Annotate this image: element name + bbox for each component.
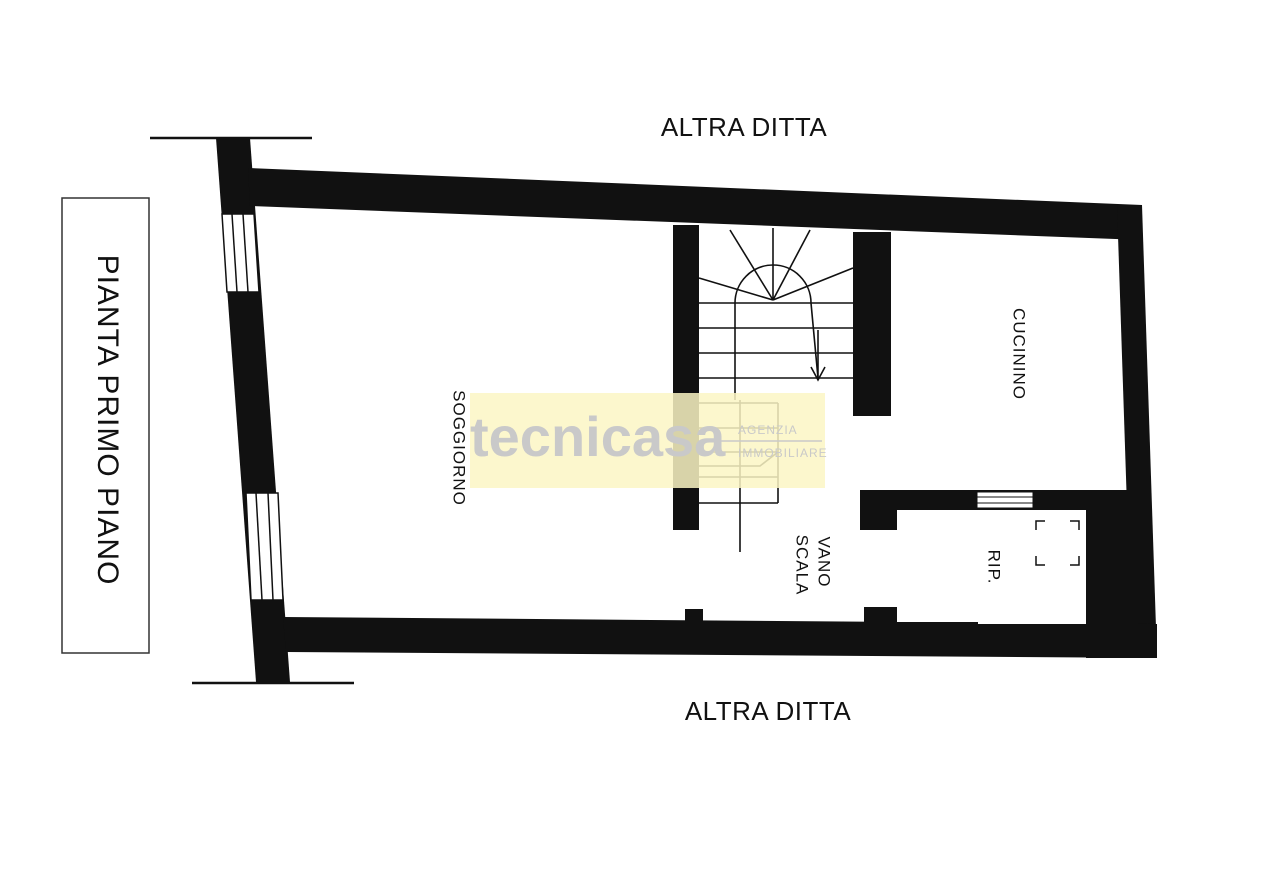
rip-bottom-notch xyxy=(978,622,1086,624)
windows xyxy=(221,213,284,601)
room-label-ripostiglio: RIP. xyxy=(985,550,1004,585)
window-lower xyxy=(245,492,284,601)
fixture-marker xyxy=(1035,520,1080,566)
plan-title: PIANTA PRIMO PIANO xyxy=(91,255,124,586)
rip-left-wall-upper xyxy=(860,490,897,530)
window-upper xyxy=(221,213,260,293)
neighbor-top-label: ALTRA DITTA xyxy=(661,112,827,142)
watermark-line1: AGENZIA xyxy=(738,423,798,437)
vent-window xyxy=(976,491,1034,509)
watermark: tecnicasa AGENZIA IMMOBILIARE xyxy=(470,393,828,488)
top-wall xyxy=(248,168,1142,240)
stair-right-wall xyxy=(853,232,891,416)
room-label-vano: VANO xyxy=(815,537,834,588)
staircase xyxy=(698,228,854,552)
room-label-cucinino: CUCININO xyxy=(1010,308,1029,400)
right-wall xyxy=(1117,205,1157,658)
room-label-soggiorno: SOGGIORNO xyxy=(450,390,469,506)
neighbor-bottom-label: ALTRA DITTA xyxy=(685,696,851,726)
room-label-scala: SCALA xyxy=(793,535,812,596)
rip-inner xyxy=(897,510,1086,622)
rip-right-wall xyxy=(1086,490,1138,658)
watermark-brand: tecnicasa xyxy=(470,405,726,468)
rip-bottom-step xyxy=(898,622,978,636)
watermark-line2: IMMOBILIARE xyxy=(738,446,828,460)
bottom-stub xyxy=(685,609,703,623)
rip-left-wall-lower xyxy=(864,607,900,637)
title-frame xyxy=(61,197,150,654)
